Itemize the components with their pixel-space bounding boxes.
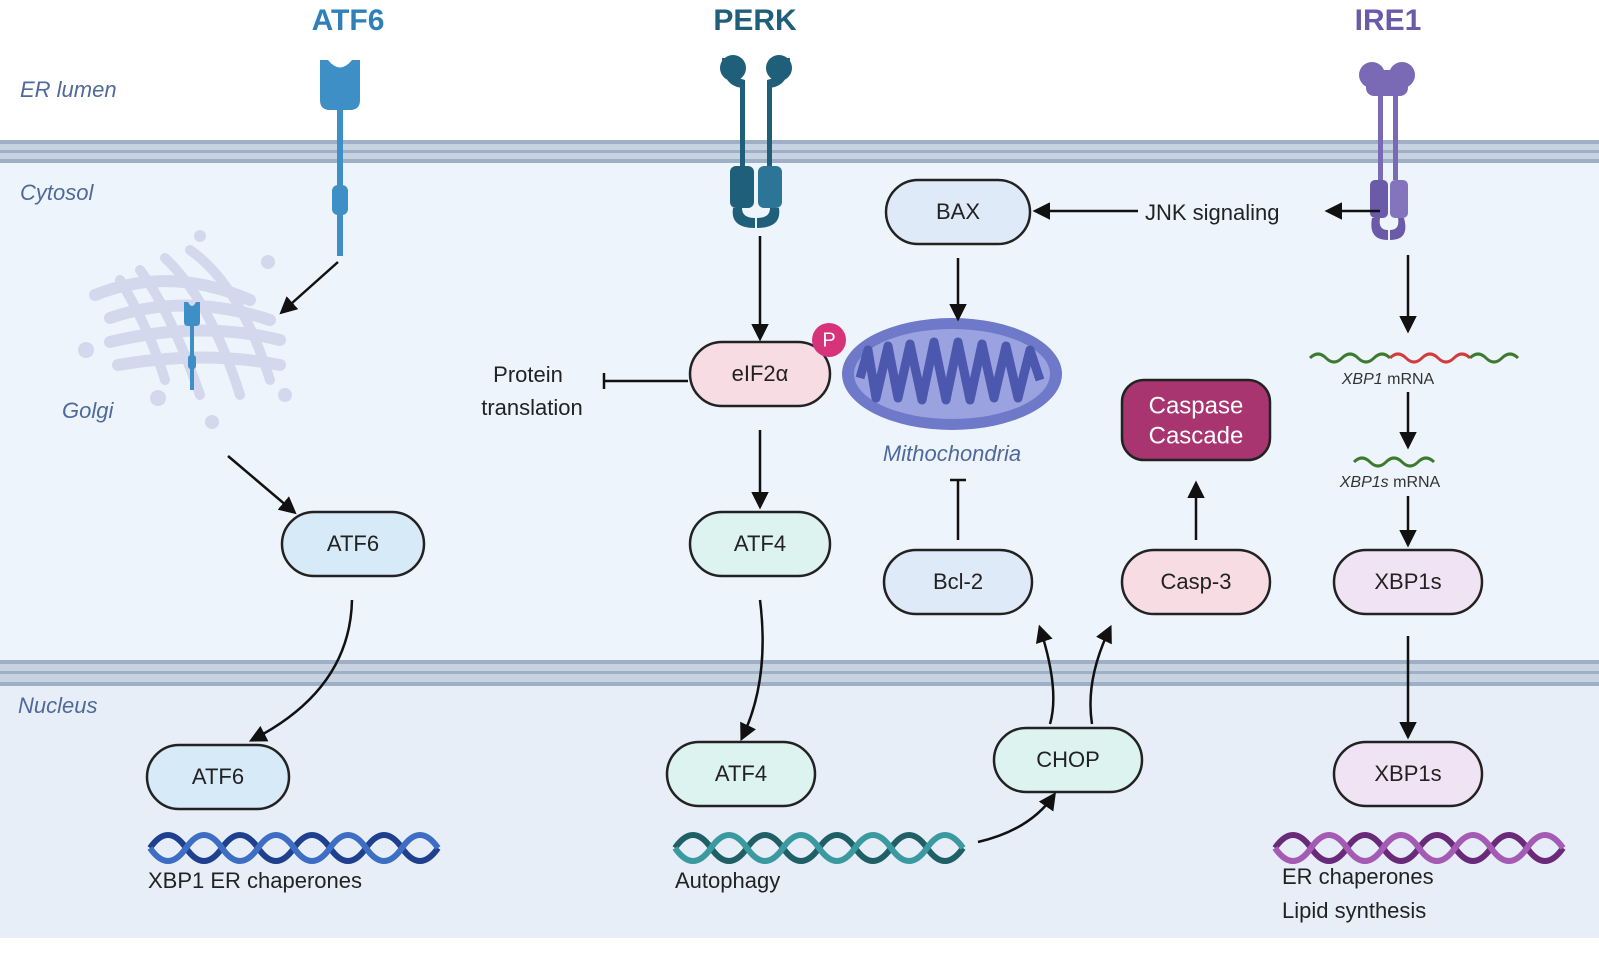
ire1-header: IRE1 (1355, 4, 1422, 37)
nucleus-label: Nucleus (18, 693, 97, 718)
er-lumen-label: ER lumen (20, 77, 117, 102)
golgi-icon (78, 230, 292, 429)
casp3-label: Casp-3 (1161, 569, 1232, 594)
atf4-nucleus-label: ATF4 (715, 761, 767, 786)
xbp1s-nucleus-node: XBP1s (1332, 740, 1484, 808)
xbp1s-mrna-gene: XBP1s (1339, 474, 1389, 491)
bcl2-node: Bcl-2 (882, 548, 1034, 616)
casp3-node: Casp-3 (1120, 548, 1272, 616)
er-membrane (0, 140, 1599, 163)
eif2a-node: eIF2α (688, 340, 832, 408)
perk-targets-label: Autophagy (675, 868, 780, 893)
phospho-badge: P (812, 323, 846, 357)
atf4-cytosol-label: ATF4 (734, 531, 786, 556)
bax-node: BAX (884, 178, 1032, 246)
bcl2-label: Bcl-2 (933, 569, 983, 594)
protein-translation-line2: translation (481, 395, 583, 420)
xbp1s-mrna-suffix: mRNA (1389, 474, 1441, 491)
caspase-label-line2: Cascade (1149, 422, 1244, 449)
atf6-golgi-icon (184, 302, 200, 390)
xbp1-mrna-label: XBP1 mRNA (1341, 371, 1435, 388)
golgi-label: Golgi (62, 398, 114, 423)
eif2a-label: eIF2α (732, 361, 789, 386)
atf6-header: ATF6 (312, 4, 385, 37)
mitochondria-label: Mithochondria (883, 441, 1021, 466)
atf6-nucleus-node: ATF6 (145, 743, 291, 811)
xbp1s-cytosol-node: XBP1s (1332, 548, 1484, 616)
arrows (227, 202, 1417, 844)
chop-label: CHOP (1036, 747, 1100, 772)
xbp1s-mrna-label: XBP1s mRNA (1339, 474, 1441, 491)
chop-node: CHOP (992, 726, 1144, 794)
xbp1s-nucleus-label: XBP1s (1374, 761, 1441, 786)
arrow-atf6-to-nucleus (248, 599, 354, 742)
arrow-chop-to-casp3 (1089, 624, 1112, 725)
mitochondria-icon (842, 318, 1062, 430)
xbp1-mrna-suffix: mRNA (1383, 371, 1435, 388)
xbp1-mrna-gene: XBP1 (1341, 371, 1383, 388)
nuclear-membrane (0, 660, 1599, 686)
perk-receptor-icon (720, 55, 792, 228)
arrow-atf4-to-nucleus (740, 599, 764, 742)
atf4-nucleus-node: ATF4 (665, 740, 817, 808)
ire1-targets-line1: ER chaperones (1282, 864, 1434, 889)
bax-label: BAX (936, 199, 980, 224)
atf6-receptor-icon (320, 60, 360, 256)
protein-translation-line1: Protein (493, 362, 563, 387)
cytosol-label: Cytosol (20, 180, 94, 205)
phospho-label: P (822, 329, 835, 351)
atf6-cytosol-label: ATF6 (327, 531, 379, 556)
ire1-targets-line2: Lipid synthesis (1282, 898, 1426, 923)
caspase-label-line1: Caspase (1149, 392, 1244, 419)
xbp1s-mrna-icon (1352, 456, 1436, 468)
arrow-chop-to-bcl2 (1035, 624, 1055, 725)
er-lumen-area (0, 0, 1599, 140)
atf4-cytosol-node: ATF4 (688, 510, 832, 578)
jnk-signaling-label: JNK signaling (1145, 200, 1280, 225)
ire1-dna-icon (1272, 832, 1566, 864)
perk-header: PERK (713, 4, 797, 37)
atf6-targets-label: XBP1 ER chaperones (148, 868, 362, 893)
xbp1s-cytosol-label: XBP1s (1374, 569, 1441, 594)
atf6-dna-icon (147, 832, 441, 864)
arrow-golgi-to-atf6 (227, 455, 297, 515)
arrow-atf6-to-golgi (279, 261, 339, 315)
ire1-receptor-icon (1359, 62, 1415, 240)
caspase-cascade-node: Caspase Cascade (1120, 378, 1272, 462)
atf6-nucleus-label: ATF6 (192, 764, 244, 789)
perk-dna-icon (672, 832, 966, 864)
xbp1-mrna-icon (1308, 352, 1520, 364)
atf6-cytosol-node: ATF6 (280, 510, 426, 578)
arrow-dna-to-chop (977, 792, 1056, 844)
